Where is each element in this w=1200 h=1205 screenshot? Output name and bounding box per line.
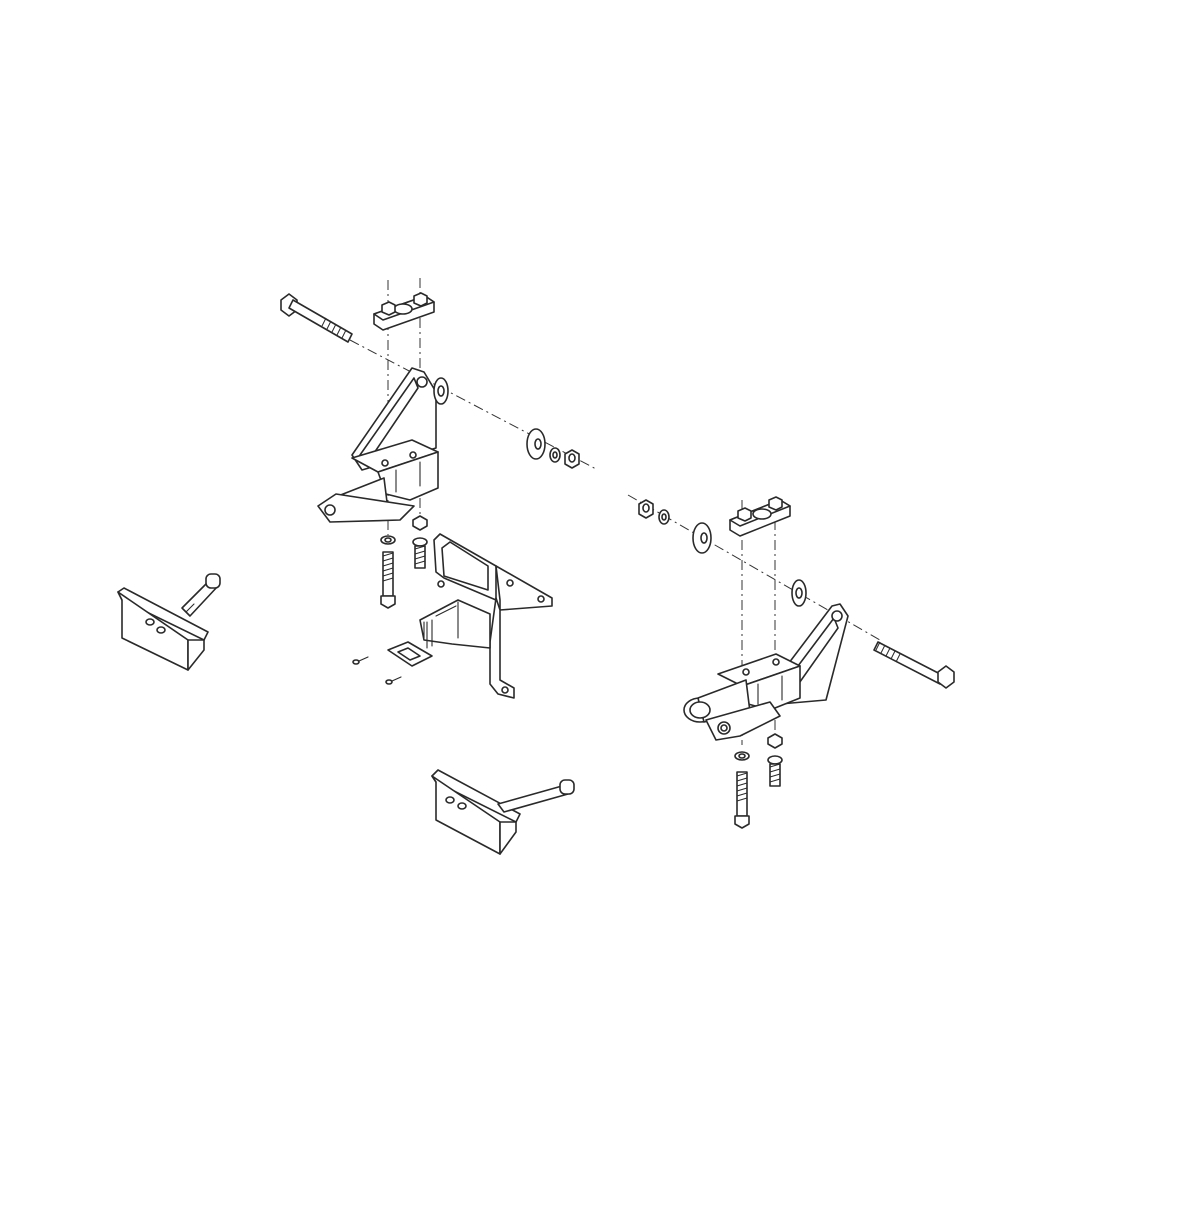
mount-bracket-left	[317, 367, 439, 523]
center-bracket	[419, 533, 553, 699]
lock-washer-right	[658, 509, 670, 525]
long-bolt-left	[280, 293, 353, 343]
lock-washer-left	[549, 447, 561, 463]
nut-right	[638, 499, 654, 519]
carriage-bolt-left-a	[380, 535, 396, 609]
washer-right-a	[692, 522, 712, 554]
small-plate	[387, 641, 433, 667]
carriage-bolt-left-b	[412, 515, 428, 569]
carriage-bolt-right-b	[767, 733, 783, 787]
washer-right-b	[791, 579, 807, 607]
top-plate-left	[373, 292, 435, 331]
mount-bracket-right	[683, 603, 849, 741]
long-bolt-right	[873, 641, 955, 689]
nut-left	[564, 449, 580, 469]
top-plate-right	[729, 496, 791, 537]
screw-b	[385, 676, 402, 685]
carriage-bolt-right-a	[734, 751, 750, 829]
pin-bracket-bottom	[431, 769, 575, 855]
washer-left-b	[526, 428, 546, 460]
pin-bracket-left	[117, 573, 221, 671]
washer-left-a	[433, 377, 449, 405]
screw-a	[352, 656, 369, 665]
